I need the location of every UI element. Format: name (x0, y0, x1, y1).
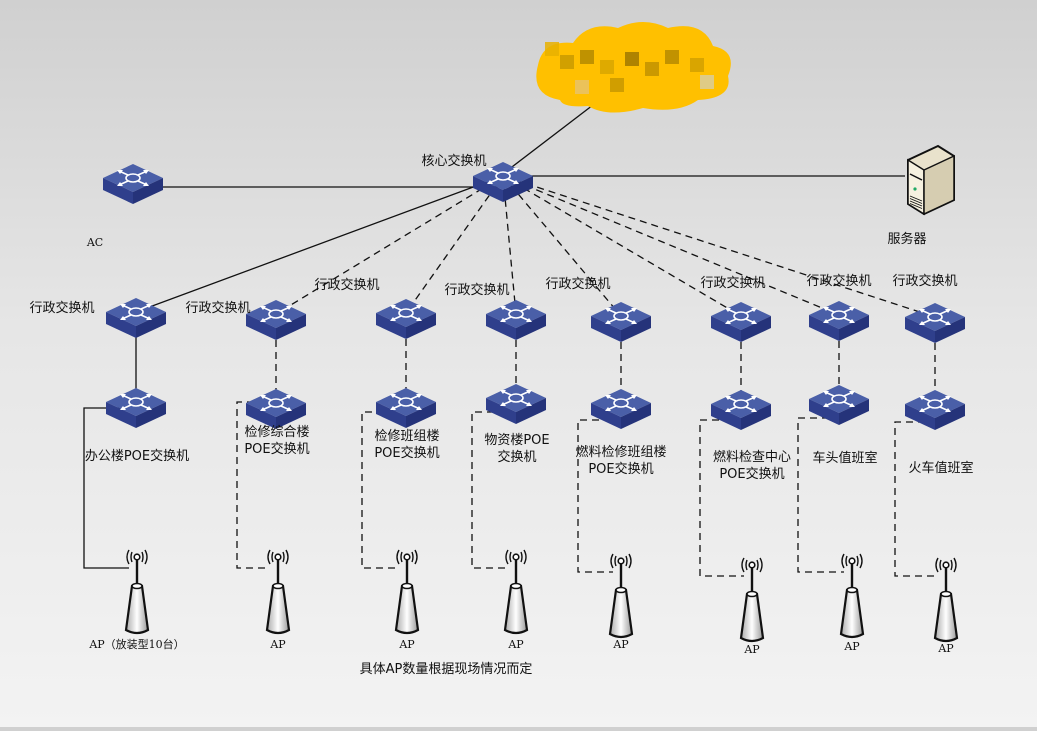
ap-quantity-note: 具体AP数量根据现场情况而定 (360, 662, 533, 677)
access-point-icon (933, 556, 959, 643)
ap-label: AP (269, 638, 286, 651)
access-point-icon (608, 552, 634, 639)
access-point-icon (503, 548, 529, 635)
blur-pixel (645, 62, 659, 76)
poe-switch-label: POE交换机 (588, 461, 653, 477)
link-core-admin (502, 175, 936, 318)
poe-switch-icon (375, 387, 437, 429)
access-point-icon (839, 552, 865, 639)
admin-switch-icon (485, 299, 547, 341)
link-core-admin (135, 175, 504, 313)
access-point-icon (739, 556, 765, 643)
link-core-cloud (507, 104, 594, 171)
admin-switch-icon (375, 298, 437, 340)
ap-label: AP (843, 640, 860, 653)
ac-switch-icon (102, 163, 164, 205)
link-poe-ap (699, 419, 744, 577)
ap-label: AP (743, 643, 760, 656)
ap-label: AP (507, 638, 524, 651)
admin-switch-label: 行政交换机 (185, 300, 250, 316)
admin-switch-icon (590, 301, 652, 343)
access-point-icon (394, 548, 420, 635)
admin-switch-icon (904, 302, 966, 344)
admin-switch-label: 行政交换机 (700, 275, 765, 291)
blur-pixel (580, 50, 594, 64)
poe-switch-label: 办公楼POE交换机 (85, 448, 189, 464)
blur-pixel (700, 75, 714, 89)
poe-switch-icon (485, 383, 547, 425)
blur-pixel (665, 50, 679, 64)
poe-switch-label: 火车值班室 (908, 460, 973, 476)
link-poe-ap (894, 421, 938, 577)
blur-pixel (575, 80, 589, 94)
link-poe-ap (577, 419, 613, 573)
admin-switch-label: 行政交换机 (892, 273, 957, 289)
poe-switch-label: 燃料检查中心 (713, 449, 791, 465)
ap-label: AP (398, 638, 415, 651)
admin-switch-label: 行政交换机 (314, 277, 379, 293)
ap-label: AP (612, 638, 629, 651)
access-point-icon (124, 548, 150, 635)
poe-switch-icon (710, 389, 772, 431)
blur-pixel (625, 52, 639, 66)
admin-switch-label: 行政交换机 (545, 276, 610, 292)
ap-label: AP (937, 642, 954, 655)
poe-switch-icon (808, 384, 870, 426)
link-core-admin (502, 175, 622, 317)
blur-pixel (545, 42, 559, 56)
poe-switch-label: 检修班组楼 (374, 429, 439, 444)
link-core-admin (502, 175, 742, 317)
poe-switch-icon (105, 387, 167, 429)
core-switch-label: 核心交换机 (421, 153, 486, 169)
link-core-admin (275, 175, 504, 315)
blur-pixel (690, 58, 704, 72)
link-core-admin (405, 175, 504, 314)
server-label: 服务器 (887, 231, 926, 247)
blur-pixel (560, 55, 574, 69)
poe-switch-label: POE交换机 (244, 441, 309, 457)
poe-switch-label: POE交换机 (719, 466, 784, 482)
admin-switch-label: 行政交换机 (29, 300, 94, 316)
blur-pixel (610, 78, 624, 92)
admin-switch-icon (710, 301, 772, 343)
poe-switch-label: 车头值班室 (812, 450, 877, 466)
ap-label: AP（放装型10台） (88, 637, 184, 651)
poe-switch-label: 检修综合楼 (244, 425, 309, 440)
poe-switch-label: 交换机 (497, 449, 536, 465)
poe-switch-label: 物资楼POE (484, 433, 549, 448)
poe-switch-icon (245, 388, 307, 430)
poe-switch-icon (590, 388, 652, 430)
access-point-icon (265, 548, 291, 635)
blur-pixel (600, 60, 614, 74)
internet-cloud (536, 22, 731, 113)
ac-label: AC (86, 236, 103, 249)
poe-switch-icon (904, 389, 966, 431)
admin-switch-label: 行政交换机 (806, 273, 871, 289)
link-poe-ap (797, 417, 844, 573)
link-poe-ap (83, 407, 129, 569)
link-core-admin (502, 175, 840, 316)
link-poe-ap (471, 411, 508, 569)
poe-switch-label: 燃料检修班组楼 (575, 444, 666, 460)
poe-switch-label: POE交换机 (374, 445, 439, 461)
admin-switch-label: 行政交换机 (444, 282, 509, 298)
admin-switch-icon (245, 299, 307, 341)
server-icon (907, 144, 955, 216)
